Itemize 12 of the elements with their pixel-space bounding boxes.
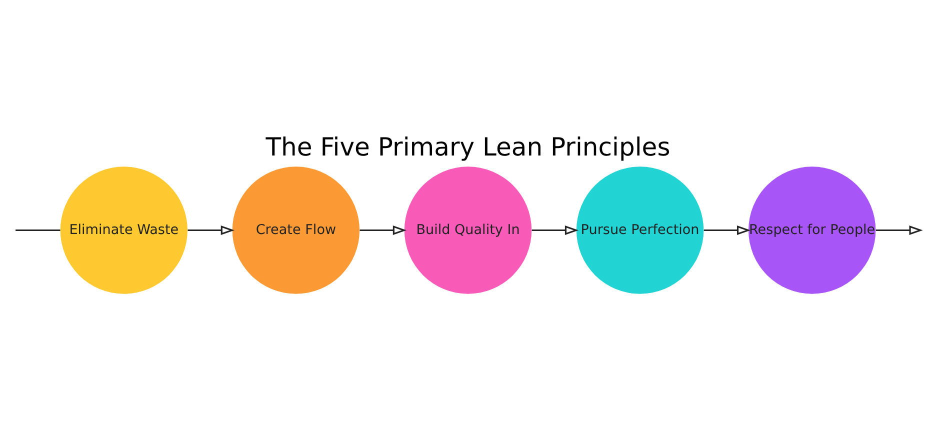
arrow: [703, 224, 750, 234]
node-circle: Pursue Perfection: [576, 166, 704, 294]
arrow: [187, 224, 234, 234]
diagram-title: The Five Primary Lean Principles: [265, 132, 670, 161]
node-circle: Build Quality In: [404, 166, 532, 294]
arrow: [531, 224, 578, 234]
arrow: [359, 224, 406, 234]
node-circle: Create Flow: [232, 166, 360, 294]
node-circle: Eliminate Waste: [60, 166, 188, 294]
node-circle: Respect for People: [748, 166, 876, 294]
arrow: [875, 224, 922, 234]
connector: [15, 228, 60, 230]
